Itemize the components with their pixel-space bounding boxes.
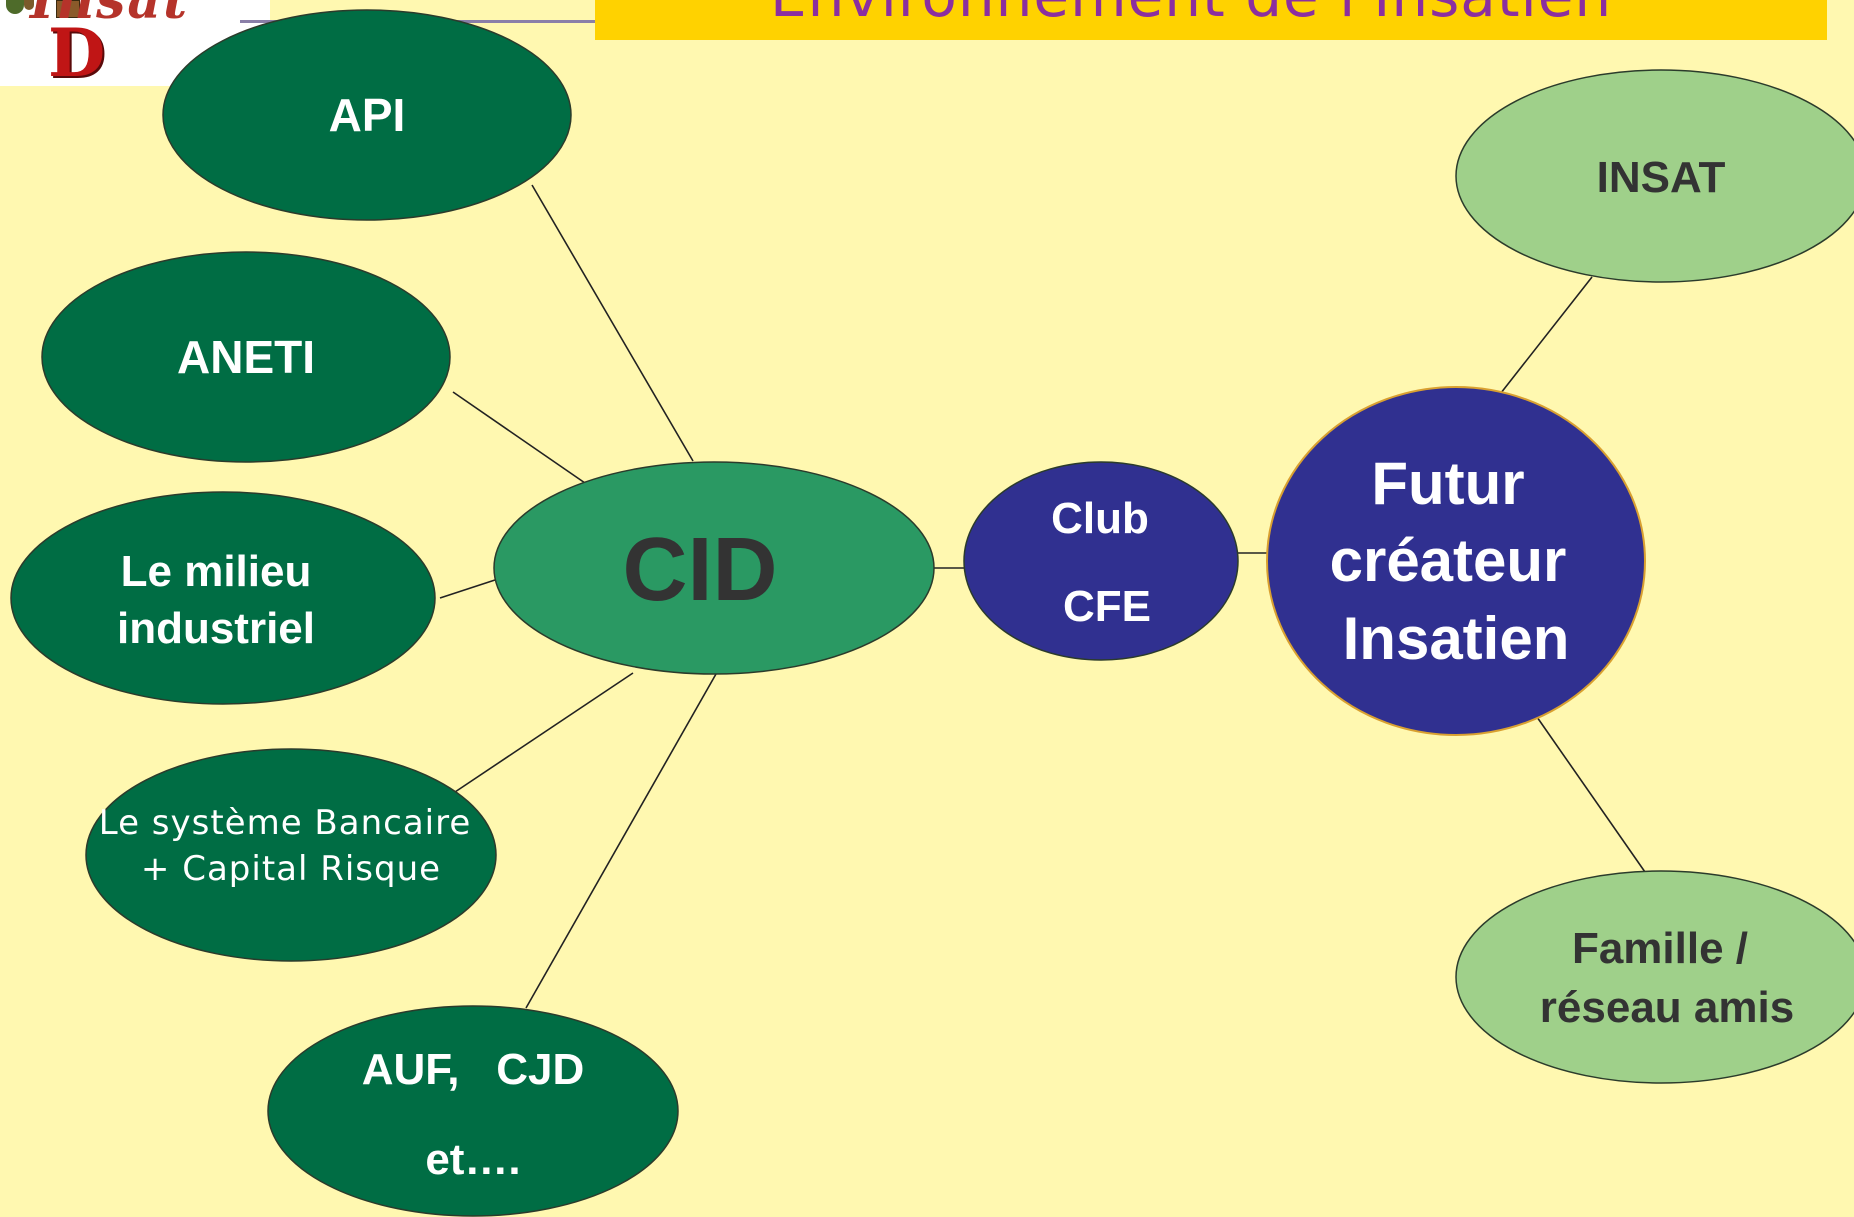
node-milieu-label-line1: Le milieu [121,547,312,596]
node-api: API [162,9,572,221]
node-club: Club CFE [963,461,1239,661]
node-aneti: ANETI [41,251,451,463]
title-bar: Environnement de l'Insatien [595,0,1827,40]
connectors [439,184,1646,1009]
connector-bancaire-cid [454,672,634,793]
node-club-label-line1: Club [1051,494,1149,543]
node-futur-label-line3: Insatien [1343,605,1570,672]
node-api-label: API [329,89,406,141]
connector-milieu-cid [439,578,499,599]
node-famille: Famille / réseau amis [1455,870,1854,1084]
node-milieu-shape [10,491,436,705]
node-bancaire-label-line1: Le système Bancaire [99,803,472,843]
connector-api-cid [531,184,694,462]
node-milieu: Le milieu industriel [10,491,436,705]
node-insat-shape [1455,69,1854,283]
connector-aneti-cid [452,391,586,484]
node-milieu-label-line2: industriel [117,604,315,653]
node-aneti-shape [41,251,451,463]
node-bancaire-label-line2: + Capital Risque [141,849,441,889]
connector-auf-cid [525,673,717,1009]
node-club-shape [963,461,1239,661]
logo-wordmark: Insat [30,0,190,31]
node-api-shape [162,9,572,221]
logo-letter: D [48,14,106,86]
node-auf-shape [267,1005,679,1217]
node-futur-shape [1266,386,1646,736]
node-insat: INSAT [1455,69,1854,283]
logo-tree-icon [6,0,24,14]
node-insat-label: INSAT [1597,153,1726,202]
node-auf-label-line1: AUF, CJD [362,1045,584,1094]
node-bancaire-shape [85,748,497,962]
logo-box-icon [56,0,80,18]
node-aneti-label: ANETI [177,331,315,383]
connector-futur-famille [1529,706,1646,873]
node-club-label-line2: CFE [1063,582,1151,631]
node-cid: CID [493,461,935,675]
node-famille-label-line2: réseau amis [1540,983,1794,1032]
connector-futur-insat [1496,276,1593,399]
node-cid-shape [493,461,935,675]
logo-trunk-icon [24,0,34,10]
node-futur-label-line2: créateur [1330,527,1567,594]
node-auf: AUF, CJD et…. [267,1005,679,1217]
node-famille-label-line1: Famille / [1572,924,1748,973]
node-bancaire: Le système Bancaire + Capital Risque [85,748,497,962]
node-famille-shape [1455,870,1854,1084]
node-cid-label: CID [623,520,778,620]
node-futur: Futur créateur Insatien [1266,386,1646,736]
node-futur-label-line1: Futur [1371,450,1524,517]
slide-title: Environnement de l'Insatien [770,0,1612,30]
node-auf-label-line2: et…. [425,1135,520,1184]
